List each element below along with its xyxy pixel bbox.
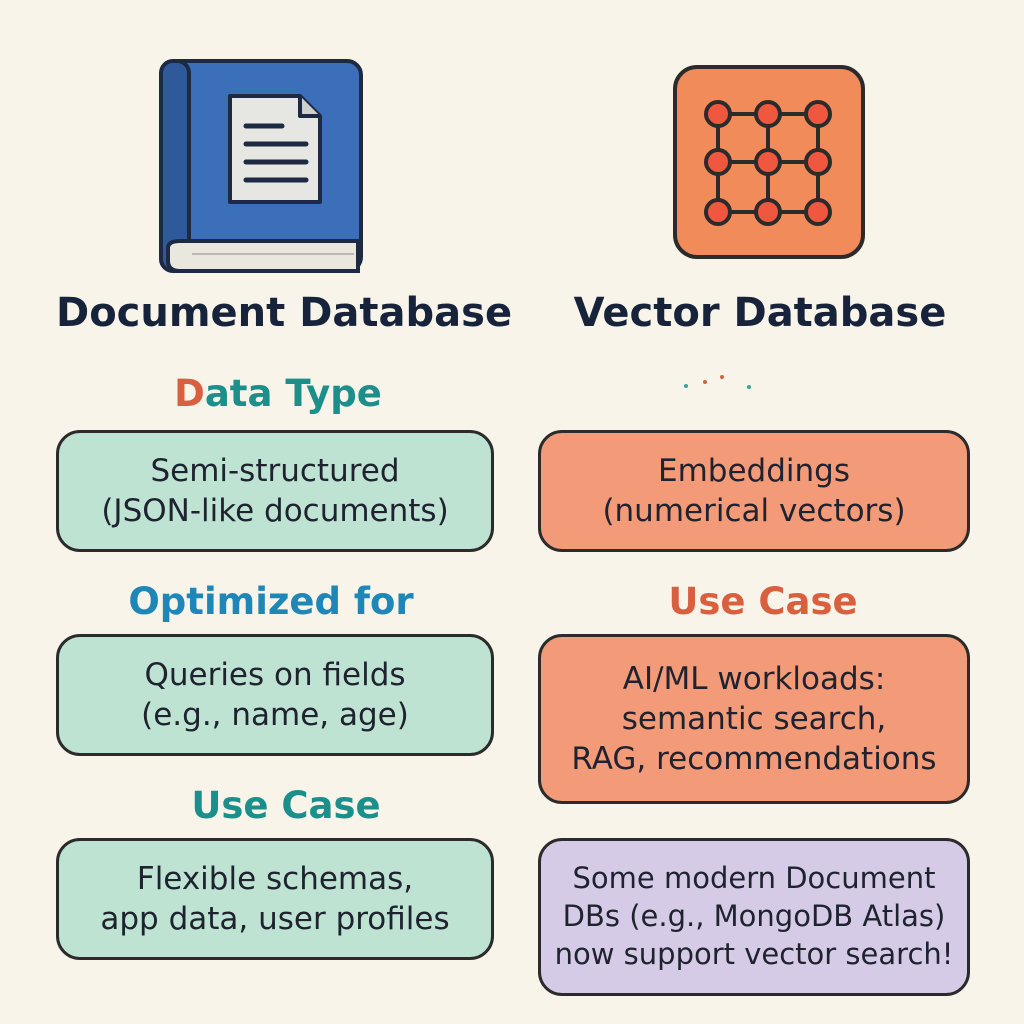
box-line: Semi-structured	[150, 452, 400, 489]
box-line: Embeddings	[658, 452, 850, 489]
decorative-dot	[684, 384, 688, 388]
document-use-case-box: Flexible schemas, app data, user profile…	[56, 838, 494, 960]
vector-search-note-box: Some modern Document DBs (e.g., MongoDB …	[538, 838, 970, 996]
box-line: Queries on fields	[144, 656, 406, 693]
data-type-box: Semi-structured (JSON-like documents)	[56, 430, 494, 552]
vector-grid-icon	[672, 64, 866, 260]
document-database-title: Document Database	[56, 290, 513, 336]
box-line: DBs (e.g., MongoDB Atlas)	[562, 899, 946, 934]
embeddings-box: Embeddings (numerical vectors)	[538, 430, 970, 552]
box-line: Flexible schemas,	[136, 860, 414, 897]
box-line: RAG, recommendations	[571, 741, 937, 778]
box-line: (JSON-like documents)	[101, 493, 449, 529]
decorative-dot	[720, 375, 724, 379]
data-type-heading: Data Type	[56, 372, 500, 415]
vector-database-title: Vector Database	[573, 290, 947, 336]
box-line: semantic search,	[621, 700, 887, 737]
vector-use-case-heading: Use Case	[668, 580, 858, 623]
document-use-case-heading: Use Case	[191, 784, 381, 827]
box-line: AI/ML workloads:	[622, 660, 886, 697]
box-line: now support vector search!	[554, 936, 954, 971]
data-type-heading-first: D	[174, 372, 205, 415]
decorative-dot	[703, 380, 707, 384]
decorative-dot	[747, 385, 751, 389]
box-line: (e.g., name, age)	[141, 697, 409, 733]
box-line: app data, user profiles	[100, 901, 450, 937]
optimized-for-heading: Optimized for	[128, 580, 414, 623]
box-line: (numerical vectors)	[602, 493, 906, 529]
box-line: Some modern Document	[572, 861, 936, 896]
optimized-for-box: Queries on fields (e.g., name, age)	[56, 634, 494, 756]
book-document-icon	[158, 58, 364, 276]
vector-use-case-box: AI/ML workloads: semantic search, RAG, r…	[538, 634, 970, 804]
data-type-heading-rest: ata Type	[204, 372, 382, 415]
